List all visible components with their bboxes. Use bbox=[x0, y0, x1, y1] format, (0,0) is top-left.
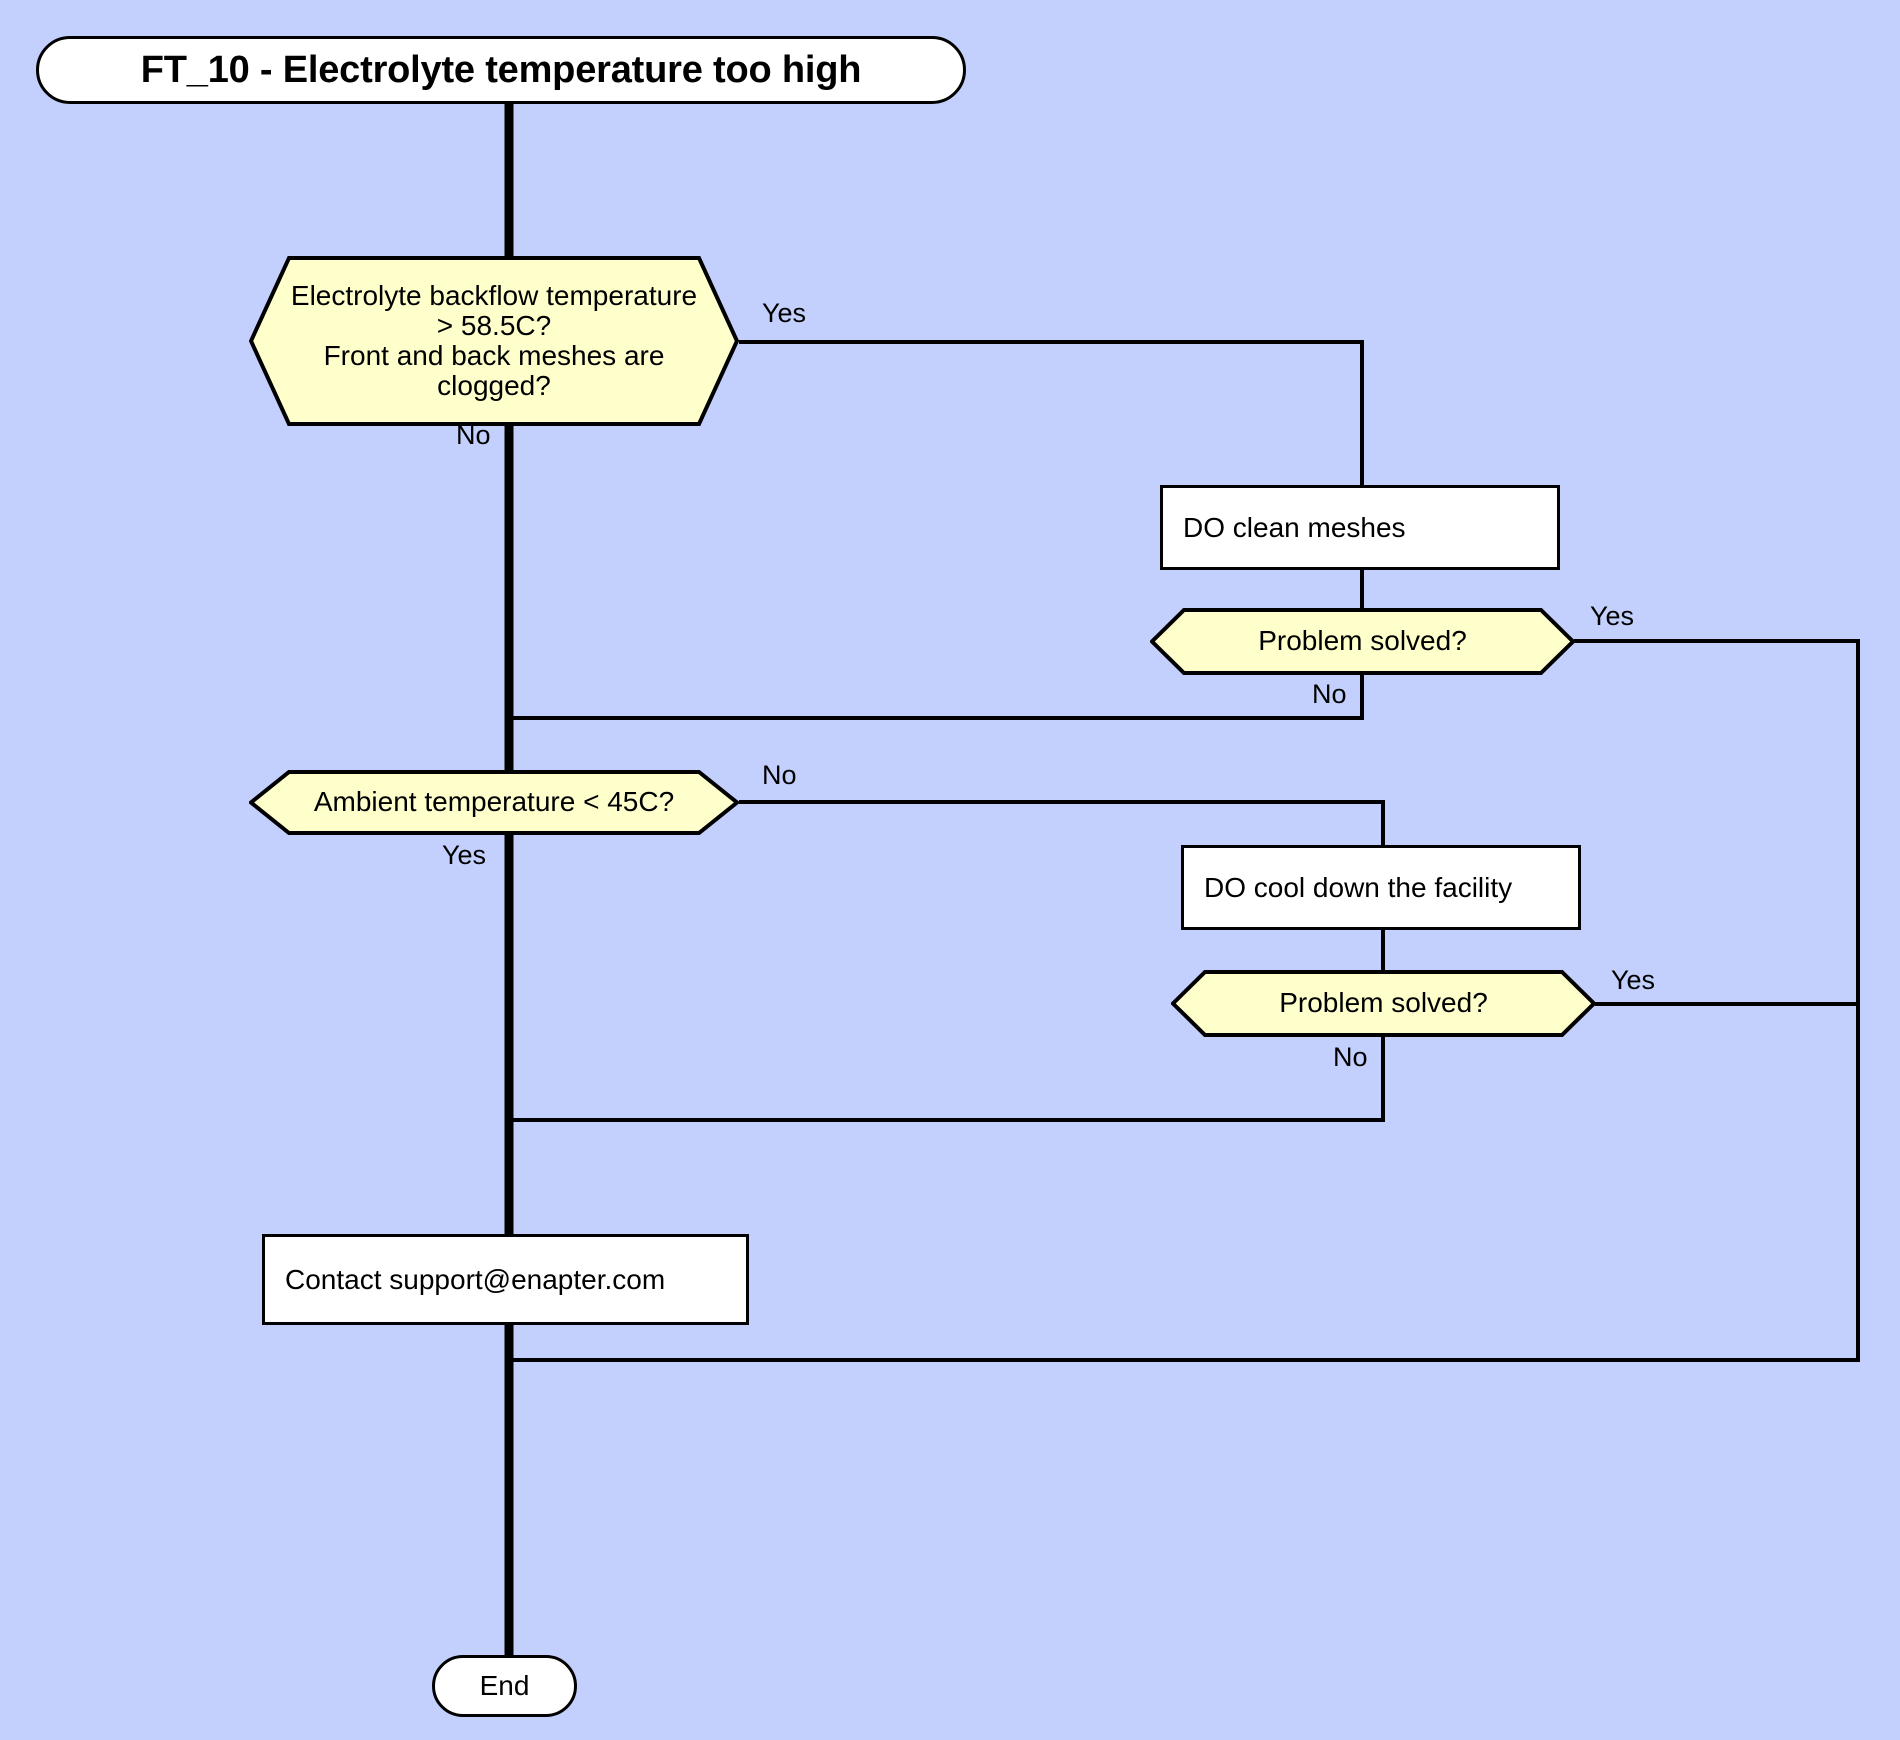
edge-label-backflow-yes: Yes bbox=[762, 298, 807, 328]
start-label: FT_10 - Electrolyte temperature too high bbox=[140, 48, 862, 91]
edge-label-backflow-no: No bbox=[456, 420, 491, 450]
node-decision-solved-2[interactable]: Problem solved? bbox=[1171, 970, 1596, 1037]
hexagon-shape bbox=[249, 256, 739, 426]
end-label: End bbox=[479, 1670, 530, 1701]
hexagon-shape bbox=[1150, 608, 1575, 675]
edge-solved1-yes bbox=[509, 639, 1860, 1362]
process-contact-support-label: Contact support@enapter.com bbox=[285, 1263, 666, 1295]
node-decision-backflow[interactable]: Electrolyte backflow temperature > 58.5C… bbox=[249, 256, 739, 426]
edge-solved2-no bbox=[509, 1037, 1385, 1122]
node-start-terminator[interactable]: FT_10 - Electrolyte temperature too high bbox=[36, 36, 966, 104]
process-cool-facility-label: DO cool down the facility bbox=[1204, 871, 1513, 903]
decision-solved-1-label: Problem solved? bbox=[1258, 625, 1467, 657]
node-process-contact-support[interactable]: Contact support@enapter.com bbox=[262, 1234, 749, 1325]
node-process-cool-facility[interactable]: DO cool down the facility bbox=[1181, 845, 1581, 930]
edge-backflow-yes bbox=[739, 340, 1364, 485]
edge-label-ambient-yes: Yes bbox=[442, 840, 487, 870]
edge-label-ambient-no: No bbox=[762, 760, 797, 790]
decision-solved-2-label: Problem solved? bbox=[1279, 987, 1488, 1019]
decision-ambient-label: Ambient temperature < 45C? bbox=[313, 786, 675, 818]
process-clean-meshes-label: DO clean meshes bbox=[1183, 511, 1406, 543]
decision-backflow-label: Electrolyte backflow temperature > 58.5C… bbox=[290, 279, 698, 402]
edge-label-solved1-no: No bbox=[1312, 679, 1347, 709]
node-decision-ambient[interactable]: Ambient temperature < 45C? bbox=[249, 770, 739, 835]
hexagon-shape bbox=[1171, 970, 1596, 1037]
node-end-terminator[interactable]: End bbox=[432, 1655, 577, 1717]
hexagon-shape bbox=[249, 770, 739, 835]
node-process-clean-meshes[interactable]: DO clean meshes bbox=[1160, 485, 1560, 570]
edge-ambient-no bbox=[739, 800, 1385, 845]
edge-solved1-no bbox=[509, 674, 1364, 720]
edge-label-solved2-yes: Yes bbox=[1611, 965, 1656, 995]
edge-label-solved1-yes: Yes bbox=[1590, 601, 1635, 631]
edge-label-solved2-no: No bbox=[1333, 1042, 1368, 1072]
node-decision-solved-1[interactable]: Problem solved? bbox=[1150, 608, 1575, 675]
